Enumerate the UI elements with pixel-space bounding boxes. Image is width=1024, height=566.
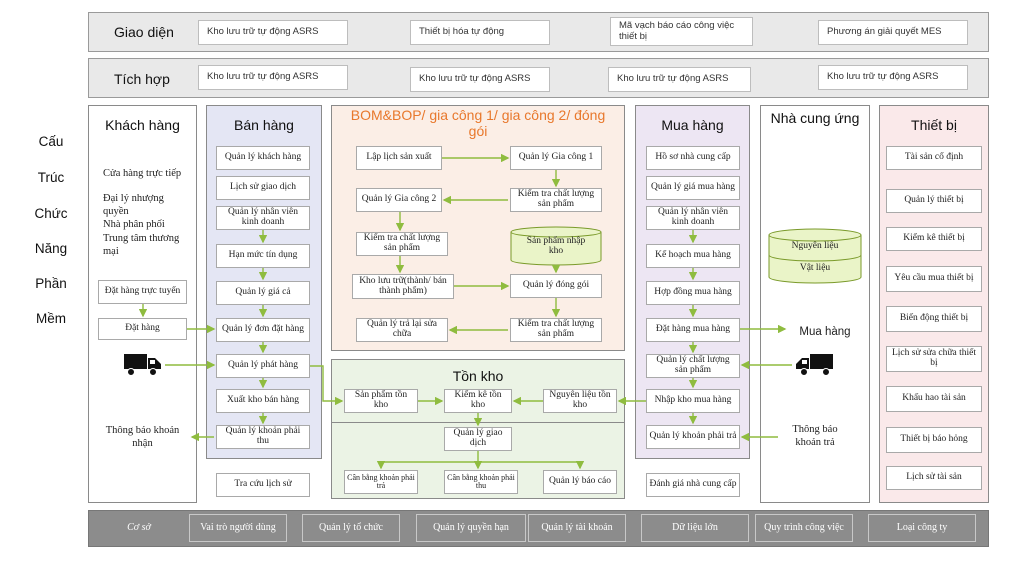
purchase-supplier-eval: Đánh giá nhà cung cấp bbox=[646, 473, 740, 497]
customer-channel-3: Nhà phân phối bbox=[103, 219, 165, 230]
base-item-1: Vai trò người dùng bbox=[189, 514, 287, 542]
customer-channel-2: Đại lý nhượng quyền bbox=[103, 193, 164, 217]
inventory-material: Nguyên liệu tồn kho bbox=[543, 389, 617, 413]
integration-chip-2: Kho lưu trữ tự động ASRS bbox=[410, 67, 550, 92]
sales-item-1: Quản lý khách hàng bbox=[216, 146, 310, 170]
base-item-3: Quản lý quyền hạn bbox=[416, 514, 526, 542]
equipment-item-2: Quản lý thiết bị bbox=[886, 189, 982, 213]
purchase-item-7: Quản lý chất lượng sản phẩm bbox=[646, 354, 740, 378]
bom-left-3: Kiểm tra chất lượng sản phẩm bbox=[356, 232, 448, 256]
integration-chip-1: Kho lưu trữ tự động ASRS bbox=[198, 65, 348, 90]
equipment-item-7: Khấu hao tài sản bbox=[886, 386, 982, 412]
customer-title: Khách hàng bbox=[105, 117, 180, 133]
side-label-4: Năng bbox=[34, 241, 68, 256]
supplier-column bbox=[760, 105, 870, 503]
equipment-item-5: Biến động thiết bị bbox=[886, 306, 982, 332]
sales-item-9: Quản lý khoản phải thu bbox=[216, 425, 310, 449]
integration-label: Tích hợp bbox=[114, 71, 170, 87]
interface-chip-3: Mã vạch báo cáo công việc thiết bị bbox=[610, 17, 753, 46]
sales-item-7: Quản lý phát hàng bbox=[216, 354, 310, 378]
sales-title: Bán hàng bbox=[234, 117, 294, 133]
sales-item-2: Lịch sử giao dịch bbox=[216, 176, 310, 200]
customer-truck-icon bbox=[124, 352, 162, 378]
bom-left-5: Quản lý trả lại sửa chữa bbox=[356, 318, 448, 342]
equipment-item-8: Thiết bị báo hỏng bbox=[886, 427, 982, 453]
sales-item-5: Quản lý giá cả bbox=[216, 281, 310, 305]
purchase-title: Mua hàng bbox=[661, 117, 724, 133]
supplier-db-1: Nguyên liệu bbox=[791, 241, 839, 252]
side-label-6: Mềm bbox=[36, 311, 66, 326]
bom-left-4: Kho lưu trữ(thành/ bán thành phẩm) bbox=[352, 274, 454, 299]
bom-right-2: Kiểm tra chất lượng sản phẩm bbox=[510, 188, 602, 212]
customer-order: Đặt hàng bbox=[98, 318, 187, 340]
supplier-buy: Mua hàng bbox=[799, 326, 851, 338]
bom-right-1: Quản lý Gia công 1 bbox=[510, 146, 602, 170]
bom-right-4: Kiểm tra chất lượng sản phẩm bbox=[510, 318, 602, 342]
inventory-check: Kiểm kê tồn kho bbox=[444, 389, 512, 413]
equipment-item-1: Tài sản cố định bbox=[886, 146, 982, 170]
bom-store-database bbox=[510, 226, 602, 266]
sales-item-8: Xuất kho bán hàng bbox=[216, 389, 310, 413]
customer-channel-1: Cửa hàng trực tiếp bbox=[103, 168, 182, 179]
supplier-db-2: Vật liệu bbox=[799, 263, 831, 274]
purchase-item-1: Hồ sơ nhà cung cấp bbox=[646, 146, 740, 170]
bom-left-2: Quản lý Gia công 2 bbox=[356, 188, 442, 212]
integration-chip-3: Kho lưu trữ tự động ASRS bbox=[608, 67, 751, 92]
supplier-title: Nhà cung ứng bbox=[770, 110, 860, 126]
supplier-notice: Thông báo khoản trả bbox=[792, 424, 838, 448]
inventory-title: Tồn kho bbox=[452, 368, 504, 384]
base-item-7: Loại công ty bbox=[868, 514, 976, 542]
side-label-1: Cấu bbox=[38, 134, 64, 149]
supplier-truck-icon bbox=[795, 352, 833, 378]
customer-channel-4: Trung tâm thương mại bbox=[103, 233, 180, 257]
customer-notice: Thông báo khoản nhận bbox=[105, 425, 180, 449]
bom-left-1: Lập lịch sản xuất bbox=[356, 146, 442, 170]
side-label-2: Trúc bbox=[37, 170, 65, 185]
base-bar bbox=[88, 510, 989, 547]
inventory-balance-receivable: Cân bằng khoản phải thu bbox=[444, 470, 518, 494]
bom-right-3: Quản lý đóng gói bbox=[510, 274, 602, 298]
purchase-item-3: Quản lý nhân viên kinh doanh bbox=[646, 206, 740, 230]
purchase-item-4: Kế hoạch mua hàng bbox=[646, 244, 740, 268]
equipment-title: Thiết bị bbox=[911, 117, 957, 133]
sales-history-lookup: Tra cứu lịch sử bbox=[216, 473, 310, 497]
interface-chip-1: Kho lưu trữ tự động ASRS bbox=[198, 20, 348, 45]
equipment-item-6: Lịch sử sửa chữa thiết bị bbox=[886, 346, 982, 372]
sales-item-4: Hạn mức tín dụng bbox=[216, 244, 310, 268]
interface-label: Giao diện bbox=[114, 24, 174, 40]
base-item-6: Quy trình công việc bbox=[755, 514, 853, 542]
supplier-database bbox=[768, 228, 862, 284]
side-label-3: Chức bbox=[34, 206, 68, 221]
interface-chip-4: Phương án giải quyết MES bbox=[818, 20, 968, 45]
sales-item-3: Quản lý nhân viên kinh doanh bbox=[216, 206, 310, 230]
side-label-5: Phần bbox=[35, 276, 67, 291]
inventory-transaction: Quản lý giao dịch bbox=[444, 427, 512, 451]
base-item-5: Dữ liệu lớn bbox=[641, 514, 749, 542]
purchase-item-6: Đặt hàng mua hàng bbox=[646, 318, 740, 342]
equipment-item-3: Kiểm kê thiết bị bbox=[886, 227, 982, 251]
equipment-item-4: Yêu cầu mua thiết bị bbox=[886, 266, 982, 292]
sales-item-6: Quản lý đơn đặt hàng bbox=[216, 318, 310, 342]
purchase-item-5: Hợp đồng mua hàng bbox=[646, 281, 740, 305]
base-item-4: Quản lý tài khoản bbox=[528, 514, 626, 542]
customer-online-order: Đặt hàng trực tuyến bbox=[98, 280, 187, 304]
inventory-balance-payable: Cân bằng khoản phải trả bbox=[344, 470, 418, 494]
purchase-item-8: Nhập kho mua hàng bbox=[646, 389, 740, 413]
equipment-item-9: Lịch sử tài sản bbox=[886, 466, 982, 490]
inventory-product: Sản phẩm tồn kho bbox=[344, 389, 418, 413]
purchase-item-9: Quản lý khoản phải trả bbox=[646, 425, 740, 449]
base-item-2: Quản lý tổ chức bbox=[302, 514, 400, 542]
inventory-report: Quản lý báo cáo bbox=[543, 470, 617, 494]
bom-store-label: Sản phẩm nhập kho bbox=[526, 236, 586, 256]
bom-title: BOM&BOP/ gia công 1/ gia công 2/ đóng gó… bbox=[350, 107, 606, 140]
integration-chip-4: Kho lưu trữ tự động ASRS bbox=[818, 65, 968, 90]
interface-chip-2: Thiết bị hóa tự động bbox=[410, 20, 550, 45]
purchase-item-2: Quản lý giá mua hàng bbox=[646, 176, 740, 200]
base-label: Cơ sở bbox=[127, 521, 151, 533]
